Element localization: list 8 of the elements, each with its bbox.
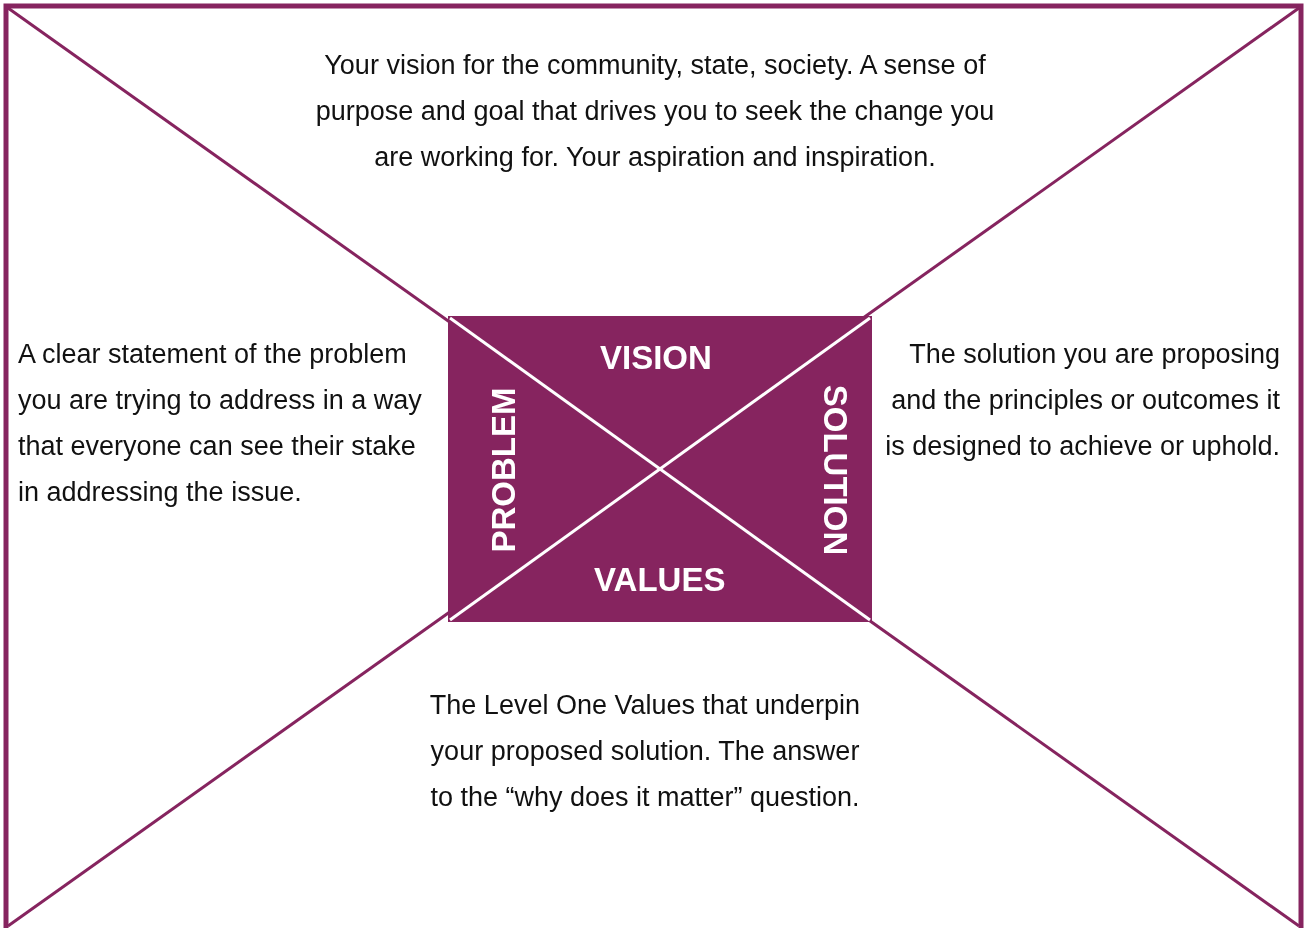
description-text: Your vision for the community, state, society. A sense of purpose and goal that drives you to seek the change you are working for. Your aspiration and inspiration. bbox=[310, 42, 1000, 180]
description-text: The solution you are proposing and the principles or outcomes it is designed to achieve or uphold. bbox=[880, 331, 1280, 469]
section-label: PROBLEM bbox=[485, 387, 521, 553]
section-label: SOLUTION bbox=[816, 384, 853, 556]
section-label: VALUES bbox=[594, 562, 726, 598]
section-label: VISION bbox=[600, 340, 712, 376]
description-text: The Level One Values that underpin your proposed solution. The answer to the “why does it matter” question. bbox=[420, 682, 870, 820]
description-text: A clear statement of the problem you are trying to address in a way that everyone can see their stake in addressing the issue. bbox=[18, 331, 428, 515]
